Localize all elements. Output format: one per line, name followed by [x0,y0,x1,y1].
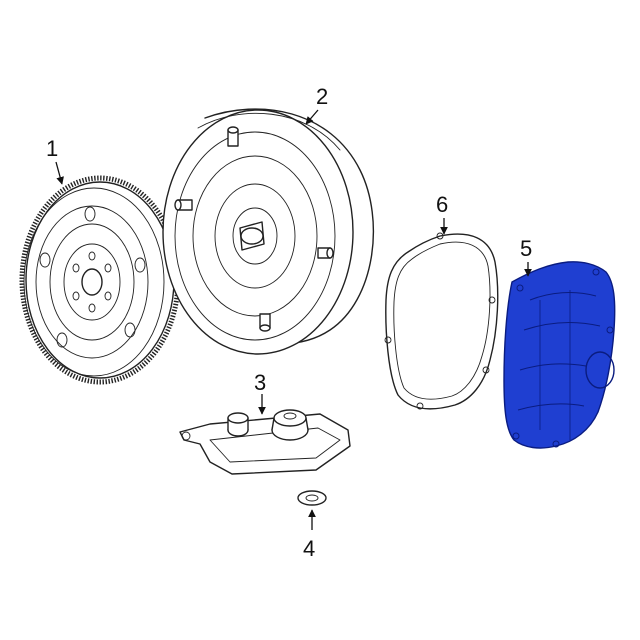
torque-converter-part[interactable] [162,108,375,355]
converter-studs [174,126,334,332]
oil-pan-part[interactable] [503,261,616,449]
filter-part[interactable] [179,409,351,475]
callout-label-5: 5 [520,236,532,261]
callout-label-6: 6 [436,192,448,217]
flywheel-part[interactable] [19,175,181,385]
callout-5: 5 [520,236,532,277]
callout-label-4: 4 [303,536,315,561]
seal-part[interactable] [297,490,327,506]
callout-label-1: 1 [46,136,58,161]
callout-4: 4 [303,509,316,561]
gasket-part[interactable] [384,232,499,410]
callout-2: 2 [305,84,328,125]
callout-label-3: 3 [254,370,266,395]
callout-3: 3 [254,370,266,415]
callout-label-2: 2 [316,84,328,109]
callout-1: 1 [46,136,64,185]
callout-6: 6 [436,192,448,235]
